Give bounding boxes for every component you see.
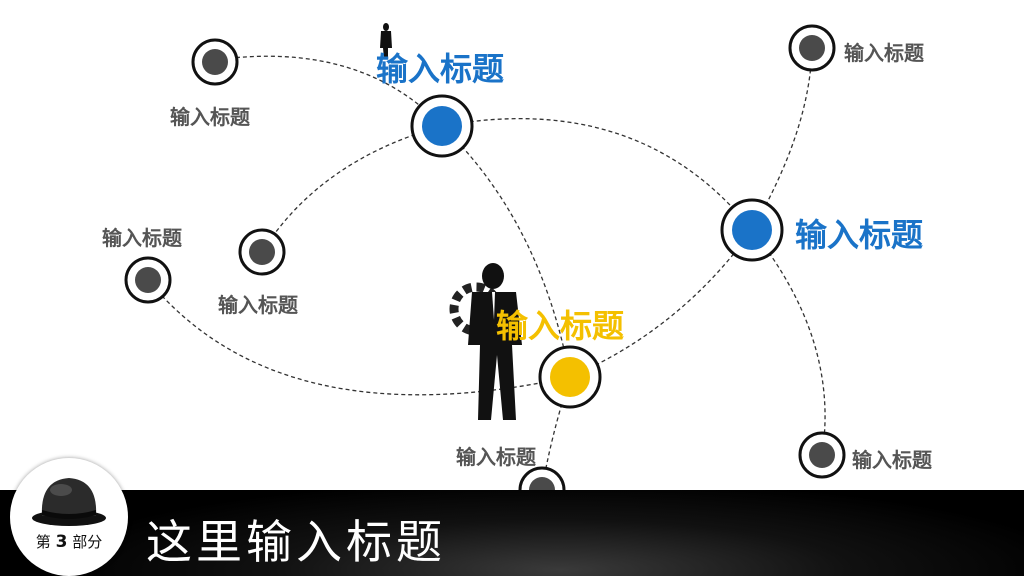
connector-blue-top-to-blue-right	[441, 117, 753, 231]
title-blue-top: 输入标题	[376, 50, 505, 88]
label-mid-left: 输入标题	[218, 293, 298, 317]
connector-left-to-yellow	[147, 279, 571, 396]
node-yellow-center[interactable]	[538, 345, 602, 409]
section-number: 3	[55, 532, 68, 552]
section-prefix: 第	[35, 533, 51, 551]
footer-title: 这里输入标题	[146, 515, 446, 569]
title-blue-right: 输入标题	[795, 216, 924, 254]
footer-bar	[0, 490, 1024, 576]
connector-topleft-to-blue-top	[214, 55, 443, 127]
section-badge: 第 3 部分	[10, 458, 128, 576]
connector-blue-right-to-bottomright	[751, 229, 826, 456]
small-businessman-icon	[380, 23, 392, 58]
label-top-right: 输入标题	[844, 41, 924, 65]
node-blue-right[interactable]	[720, 198, 784, 262]
node-bottom-right[interactable]	[798, 431, 846, 479]
businessman-gear-icon	[449, 263, 522, 420]
node-top-right[interactable]	[788, 24, 836, 72]
node-top-left[interactable]	[191, 38, 239, 86]
title-yellow-center: 输入标题	[496, 307, 625, 345]
connector-blue-top-to-yellow	[441, 125, 571, 378]
section-label: 第 3 部分	[10, 531, 128, 552]
node-blue-top[interactable]	[410, 94, 474, 158]
node-left[interactable]	[124, 256, 172, 304]
connector-blue-right-to-topright	[751, 47, 813, 231]
label-left: 输入标题	[102, 226, 182, 250]
label-bottom-center: 输入标题	[456, 445, 536, 469]
label-top-left: 输入标题	[170, 105, 250, 129]
section-suffix: 部分	[72, 533, 103, 551]
node-mid-left[interactable]	[238, 228, 286, 276]
connector-blue-top-to-midleft	[261, 125, 443, 253]
bowler-hat-icon	[32, 478, 106, 526]
label-bottom-right: 输入标题	[852, 448, 932, 472]
